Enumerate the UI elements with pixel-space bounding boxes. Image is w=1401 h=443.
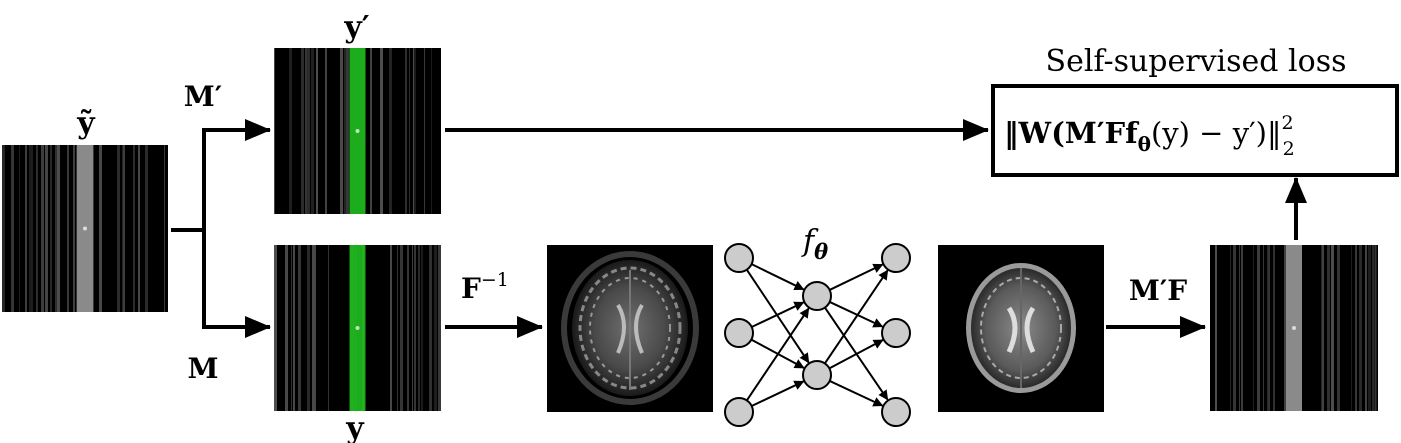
network-node [881,397,911,427]
network-node [881,243,911,273]
inverse-fft-label: F−1 [461,269,509,305]
network-node [802,281,832,311]
network-edge [745,269,810,364]
lower-kspace-label: y [345,411,365,443]
upper-kspace-label: y′ [343,10,369,45]
loss-title: Self-supervised loss [1046,44,1347,79]
neural-network [724,243,911,427]
kspace-input-image [2,145,168,312]
network-node [724,397,754,427]
network-edge [829,263,884,291]
kspace-lower-image [274,245,441,411]
mask-upper-label: M′ [184,80,222,113]
network-node [724,243,754,273]
network-node [802,360,832,390]
zero-filled-image [547,245,713,412]
network-label: fθ [801,224,828,264]
network-edge [829,301,884,328]
network-edge [828,339,884,370]
reconstruction-image [938,245,1104,412]
network-edge [751,263,805,291]
kspace-output-image [1210,245,1378,411]
kspace-upper-image [274,48,441,214]
network-edge [824,269,889,364]
input-kspace-label: ỹ [76,106,96,141]
forward-op-label: M′F [1129,274,1187,307]
network-node [881,318,911,348]
loss-box [991,84,1399,177]
split-arrows [171,119,271,338]
network-edge [751,301,805,328]
mask-lower-label: M [188,352,219,385]
network-edge [751,380,805,407]
network-node [724,318,754,348]
network-edge [745,307,810,401]
network-edge [829,380,884,407]
